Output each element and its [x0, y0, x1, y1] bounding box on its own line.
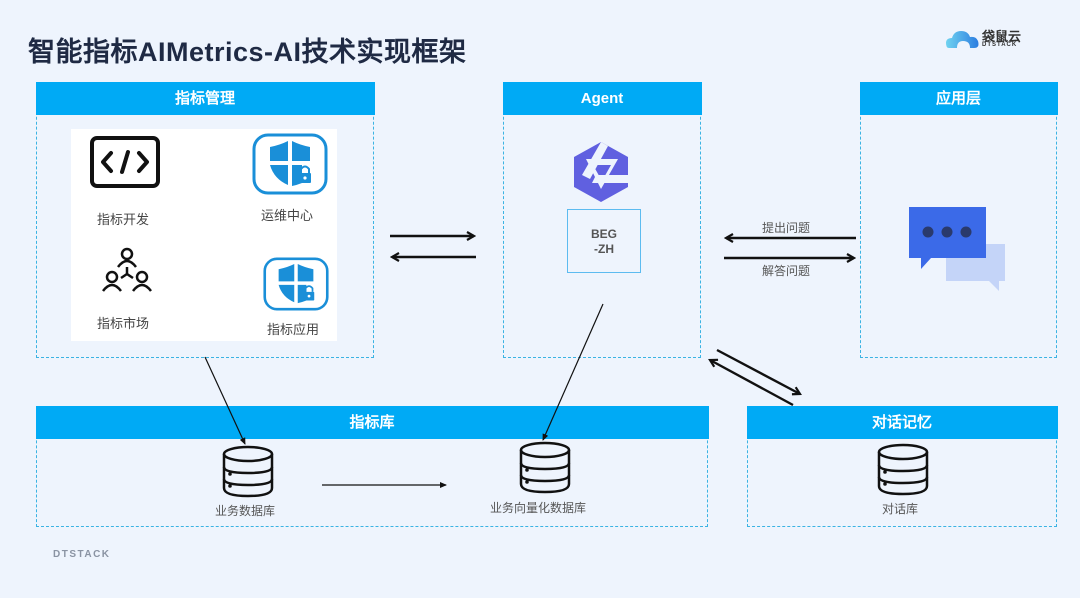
- dialog-memory-header: 对话记忆: [746, 405, 1058, 439]
- metric-tools-card: 指标开发 运维中心 指标市场: [71, 129, 337, 341]
- shield-lock-icon: [263, 257, 329, 311]
- ops-center-label: 运维中心: [261, 208, 314, 223]
- embedding-model-box: BEG -ZH: [567, 209, 641, 273]
- vector-db-label: 业务向量化数据库: [490, 501, 587, 515]
- agent-header: Agent: [502, 81, 702, 115]
- embedding-model-line1: BEG: [590, 227, 617, 241]
- metric-store-panel: 指标库 业务数据库 业务向量化数据库: [35, 405, 709, 527]
- metric-dev-label: 指标开发: [97, 212, 150, 227]
- metric-market-label: 指标市场: [97, 316, 150, 331]
- logo-text-cn: 袋鼠云: [982, 29, 1022, 44]
- metric-management-panel: 指标管理 指标开发 运维中心: [35, 81, 375, 358]
- metric-management-header: 指标管理: [35, 81, 375, 115]
- qwen-logo-icon: [574, 142, 628, 202]
- arrow-agent-to-memory: [716, 348, 800, 394]
- database-icon: [877, 443, 929, 496]
- page-title: 智能指标AIMetrics-AI技术实现框架: [28, 37, 467, 67]
- dialog-db-label: 对话库: [882, 502, 919, 516]
- embedding-model-line2: -ZH: [594, 242, 614, 256]
- footer-brand: DTSTACK: [53, 549, 111, 560]
- ask-question-label: 提出问题: [762, 221, 811, 235]
- shield-lock-icon: [252, 133, 328, 195]
- dialog-memory-panel: 对话记忆 对话库: [746, 405, 1058, 527]
- business-db-label: 业务数据库: [215, 504, 276, 518]
- application-panel: 应用层: [859, 81, 1058, 358]
- metric-app-label: 指标应用: [267, 322, 320, 337]
- agent-panel: Agent BEG -ZH: [502, 81, 702, 358]
- metric-store-header: 指标库: [35, 405, 709, 439]
- database-icon: [519, 441, 571, 494]
- answer-question-label: 解答问题: [762, 264, 811, 278]
- logo-text-en: DTSTACK: [982, 42, 1018, 48]
- cloud-logo-icon: [946, 31, 979, 48]
- database-icon: [222, 445, 274, 498]
- arrow-memory-to-agent: [710, 360, 794, 407]
- chat-bubbles-icon: [909, 207, 1005, 291]
- brand-logo: 袋鼠云 DTSTACK: [946, 26, 1036, 52]
- application-header: 应用层: [859, 81, 1058, 115]
- people-network-icon: [102, 247, 152, 292]
- code-icon: [90, 136, 160, 188]
